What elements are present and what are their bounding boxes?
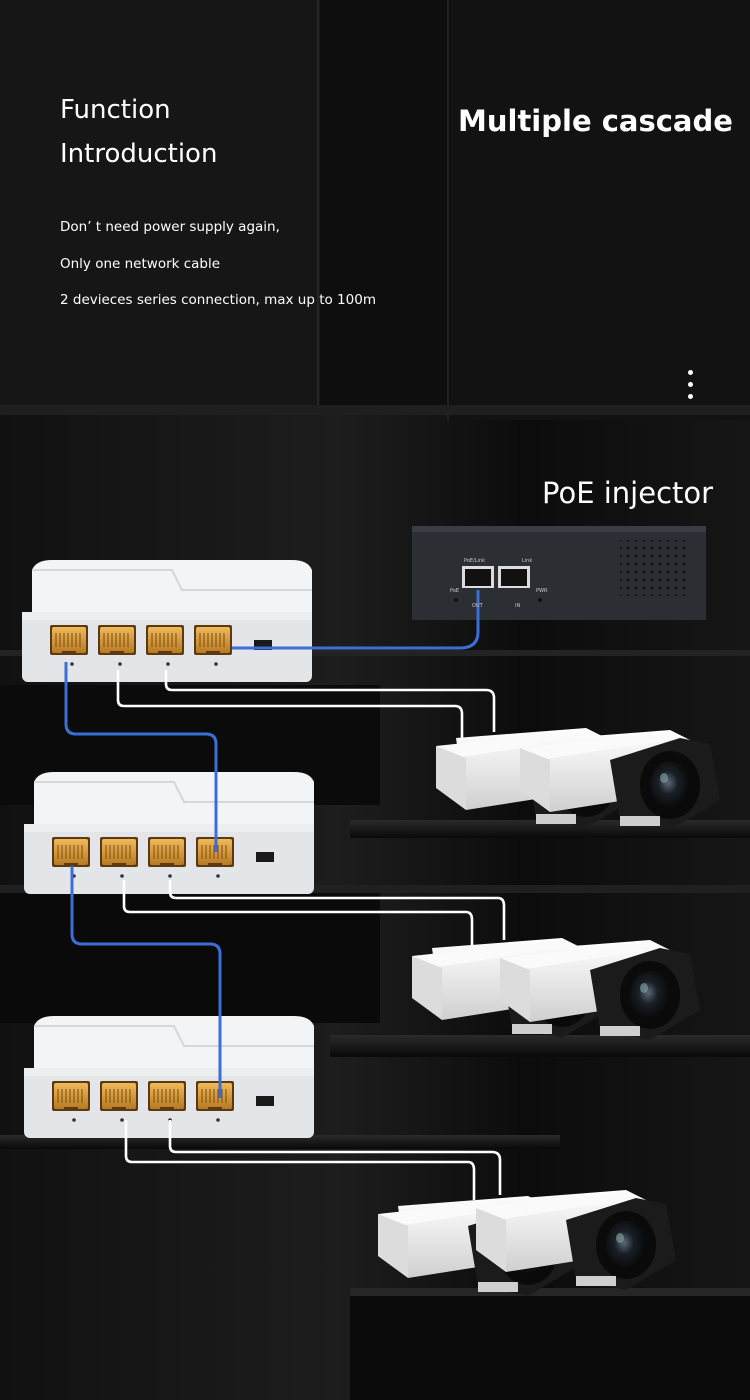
camera-pair-2	[412, 938, 700, 1040]
cascade-cables	[64, 590, 480, 1098]
poe-injector-device	[412, 526, 706, 620]
poe-injector-label: PoE injector	[542, 476, 714, 510]
poe-extender-3	[24, 1016, 314, 1138]
injector-port-mark-out: OUT	[472, 603, 483, 609]
description-line-3: 2 devieces series connection, max up to …	[60, 292, 376, 308]
camera-pair-1	[436, 728, 720, 830]
injector-port-label-poe-link: PoE/Link	[464, 558, 485, 564]
function-introduction-title: Function Introduction	[60, 88, 217, 176]
injector-port-mark-in: IN	[515, 603, 521, 609]
description-line-1: Don’ t need power supply again,	[60, 219, 280, 235]
description-line-2: Only one network cable	[60, 256, 221, 272]
title-line-1: Function	[60, 95, 171, 125]
vertical-ellipsis-icon	[686, 370, 696, 404]
injector-led-label-poe: PoE	[450, 588, 460, 594]
multiple-cascade-heading: Multiple cascade	[458, 104, 733, 138]
camera-pair-3	[378, 1190, 676, 1296]
poe-extender-2	[24, 772, 314, 894]
injector-port-label-link: Link	[522, 558, 533, 564]
camera-cables	[116, 670, 506, 1200]
title-line-2: Introduction	[60, 139, 218, 169]
injector-led-label-pwr: PWR	[536, 588, 548, 594]
